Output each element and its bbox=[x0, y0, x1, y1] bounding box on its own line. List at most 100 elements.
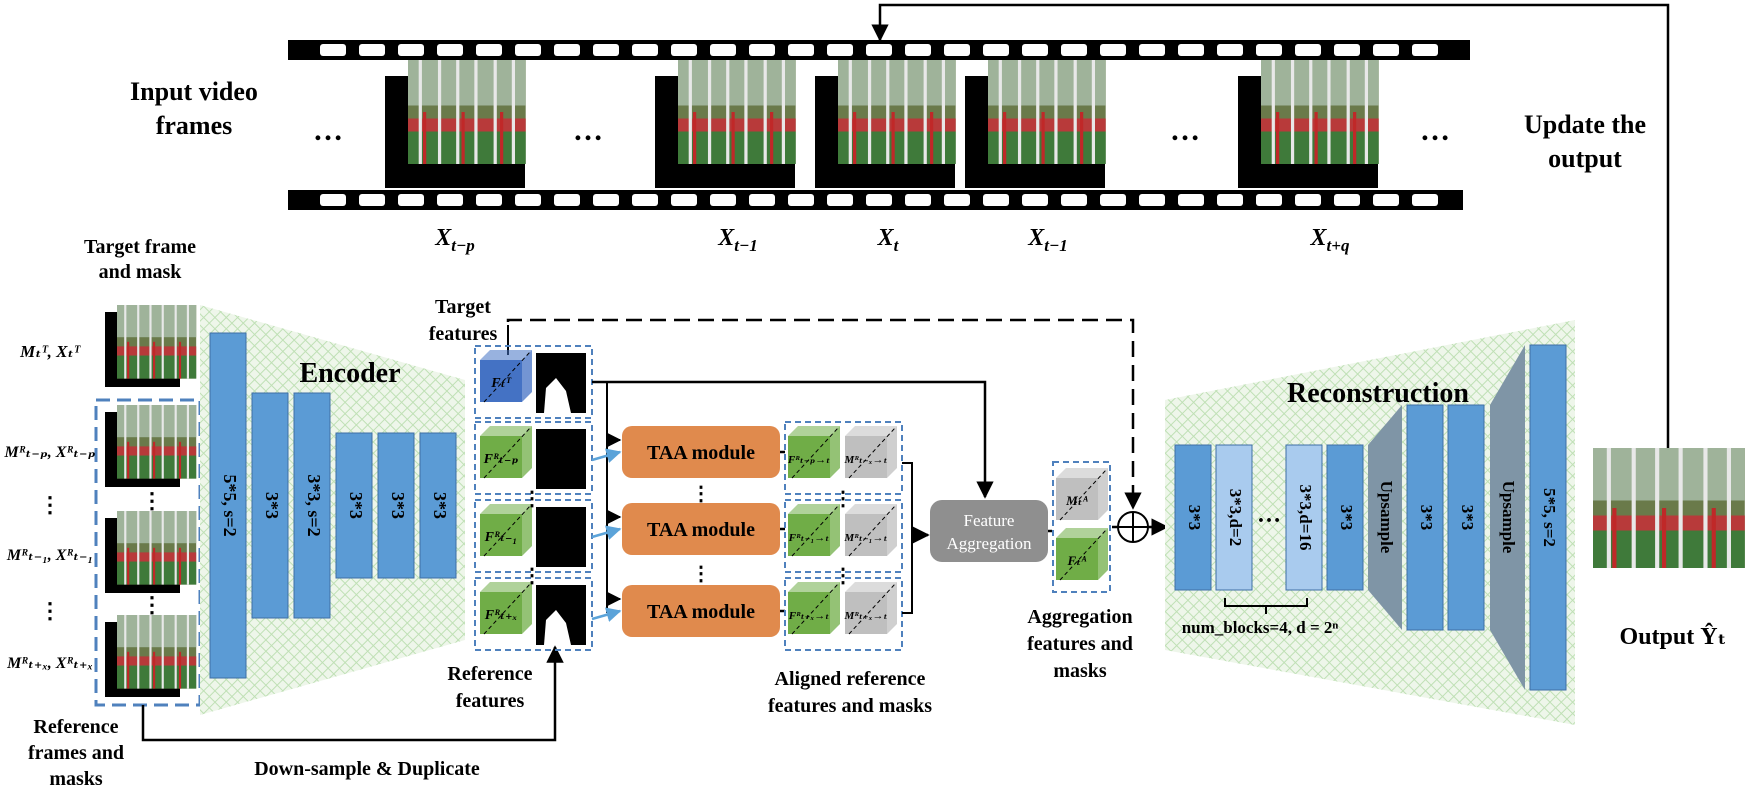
feature-aggregation-box bbox=[930, 500, 1048, 562]
ref-thumb-vdots-2: ⋮ bbox=[141, 592, 163, 617]
film-hole bbox=[320, 44, 346, 56]
input-label-line2: frames bbox=[156, 111, 233, 140]
aligned-mask-cube-1-label: Mᴿₜ₋ₓ→ₜ bbox=[843, 454, 887, 466]
recon-block-2: 3*3,d=2 bbox=[1215, 444, 1253, 591]
ref-pair-label-3: Mᴿₜ₊ₓ, Xᴿₜ₊ₓ bbox=[6, 655, 93, 672]
feature-cube-1-label: Fₜᵀ bbox=[490, 376, 512, 391]
film-hole bbox=[359, 194, 385, 206]
update-label-line2: output bbox=[1548, 144, 1622, 173]
aligned-feature-cube-3-label: Fᴿₜ₊ₓ→ₜ bbox=[788, 610, 830, 622]
ref-to-taa-arrow-3 bbox=[591, 607, 622, 622]
film-hole bbox=[1295, 194, 1321, 206]
film-hole bbox=[632, 194, 658, 206]
recon-ellipsis: … bbox=[1257, 502, 1281, 528]
target-features-label-line2: features bbox=[429, 323, 498, 345]
film-hole bbox=[437, 44, 463, 56]
film-hole bbox=[1295, 44, 1321, 56]
aligned-feature-cube-2-label: Fᴿₜ₋₁→ₜ bbox=[788, 532, 830, 544]
film-hole bbox=[593, 44, 619, 56]
film-hole bbox=[1334, 44, 1360, 56]
recon-block-4: 3*3 bbox=[1326, 444, 1364, 591]
aligned-mask-cube-2-label: Mᴿₜ₋₁→ₜ bbox=[843, 532, 887, 544]
frame-label-4: Xt−1 bbox=[1027, 225, 1068, 255]
film-hole bbox=[710, 44, 736, 56]
film-hole bbox=[866, 44, 892, 56]
feature-mask-1 bbox=[536, 353, 586, 413]
encoder-block-6: 3*3 bbox=[419, 432, 457, 579]
aligned-label-line1: Aligned reference bbox=[775, 668, 926, 690]
film-hole bbox=[1373, 194, 1399, 206]
recon-block-label: 3*3,d=2 bbox=[1226, 489, 1245, 546]
film-hole bbox=[1022, 194, 1048, 206]
feature-cube-4: Fᴿₜ₊ₓ bbox=[480, 582, 532, 635]
film-hole bbox=[749, 194, 775, 206]
recon-note: num_blocks=4, d = 2ⁿ bbox=[1182, 618, 1339, 637]
film-hole bbox=[671, 194, 697, 206]
feature-cube-4-label: Fᴿₜ₊ₓ bbox=[484, 608, 518, 623]
downsample-label: Down-sample & Duplicate bbox=[254, 758, 480, 780]
feature-row-box-2 bbox=[474, 421, 593, 495]
ref-frame-thumb-3 bbox=[105, 615, 197, 697]
film-hole bbox=[983, 44, 1009, 56]
film-hole bbox=[554, 194, 580, 206]
input-video-frames-label: Input video frames bbox=[130, 77, 258, 140]
taa-module-label: TAA module bbox=[647, 442, 755, 464]
target-skip-arrow bbox=[506, 318, 1142, 510]
encoder-block-label: 3*3, s=2 bbox=[304, 474, 324, 536]
agg-label-line3: masks bbox=[1053, 660, 1107, 682]
film-hole bbox=[749, 44, 775, 56]
feature-cube-2: Fᴿₜ₋ₚ bbox=[480, 426, 532, 479]
film-hole bbox=[1022, 44, 1048, 56]
film-hole bbox=[944, 194, 970, 206]
aligned-row-box-2 bbox=[784, 499, 903, 573]
film-hole bbox=[671, 44, 697, 56]
film-hole bbox=[476, 194, 502, 206]
encoder-block-label: 3*3 bbox=[388, 492, 408, 519]
taa-module-1: TAA module bbox=[622, 426, 780, 478]
ref-left-vdots-1: ⋮ bbox=[39, 492, 61, 517]
recon-block-label: 3*3 bbox=[1185, 505, 1204, 531]
target-frame-thumb bbox=[105, 305, 197, 387]
aligned-mask-cube-3: Mᴿₜ₊ₓ→ₜ bbox=[843, 582, 897, 635]
aligned-feature-cube-3: Fᴿₜ₊ₓ→ₜ bbox=[788, 582, 840, 635]
recon-block-6: 3*3 bbox=[1447, 404, 1485, 631]
ref-features-label-line1: Reference bbox=[447, 663, 532, 685]
target-to-aggregation-arrow bbox=[592, 380, 994, 499]
encoder-block-label: 3*3 bbox=[430, 492, 450, 519]
aligned-vdots-2: ⋮ bbox=[833, 565, 853, 587]
encoder-block-3: 3*3, s=2 bbox=[293, 392, 331, 619]
recon-block-label: 3*3,d=16 bbox=[1296, 485, 1315, 551]
film-hole bbox=[905, 44, 931, 56]
agg-label-line1: Aggregation bbox=[1027, 606, 1132, 628]
ref-pair-label-1: Mᴿₜ₋ₚ, Xᴿₜ₋ₚ bbox=[4, 444, 96, 461]
downsample-arrow bbox=[141, 645, 564, 742]
aligned-mask-cube-2: Mᴿₜ₋₁→ₜ bbox=[843, 504, 897, 557]
frame-label-2: Xt−1 bbox=[717, 225, 758, 255]
film-hole bbox=[827, 44, 853, 56]
film-hole bbox=[359, 44, 385, 56]
aggregation-box-line1: Feature bbox=[964, 511, 1015, 530]
taa-module-3: TAA module bbox=[622, 585, 780, 637]
ref-features-label-line2: features bbox=[456, 690, 525, 712]
film-hole bbox=[398, 194, 424, 206]
film-hole bbox=[398, 44, 424, 56]
output-label: Output Ŷₜ bbox=[1620, 623, 1727, 650]
update-label-line1: Update the bbox=[1524, 110, 1646, 139]
upsample-block-1: Upsample bbox=[1368, 405, 1402, 630]
film-hole bbox=[1139, 194, 1165, 206]
aligned-mask-cube-3-label: Mᴿₜ₊ₓ→ₜ bbox=[843, 610, 887, 622]
film-hole bbox=[437, 194, 463, 206]
target-title-line1: Target frame bbox=[84, 236, 196, 258]
ref-title-line1: Reference bbox=[33, 716, 118, 738]
frame-label-5: Xt+q bbox=[1310, 225, 1350, 255]
target-title-line2: and mask bbox=[99, 261, 183, 283]
film-hole bbox=[320, 194, 346, 206]
frame-ellipsis-2: … bbox=[573, 114, 603, 147]
ref-frame-thumb-2 bbox=[105, 511, 197, 593]
film-hole bbox=[632, 44, 658, 56]
taa-module-label: TAA module bbox=[647, 601, 755, 623]
frame-ellipsis-4: … bbox=[1420, 114, 1450, 147]
